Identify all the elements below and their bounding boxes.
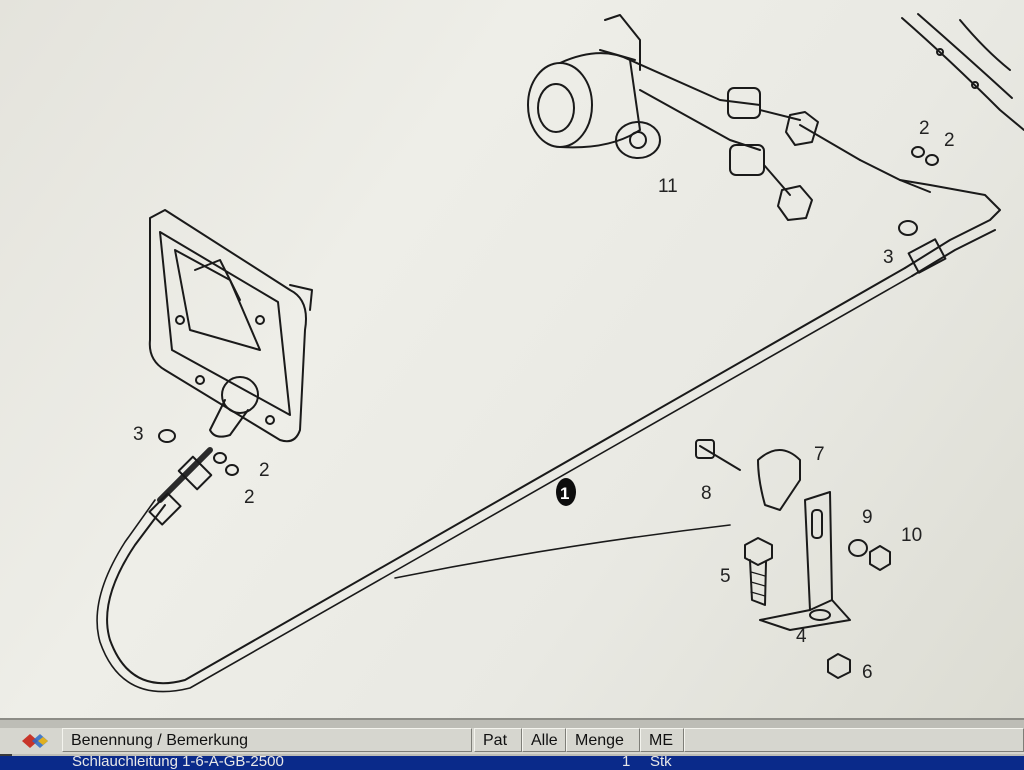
column-header-name[interactable]: Benennung / Bemerkung — [62, 728, 472, 752]
row-cell-name: Schlauchleitung 1-6-A-GB-2500 — [72, 756, 284, 770]
hose-line-item-1 — [96, 124, 1001, 693]
table-header-row: Benennung / Bemerkung Pat Alle Menge ME — [0, 728, 1024, 754]
parts-list-table: Benennung / Bemerkung Pat Alle Menge ME … — [0, 718, 1024, 770]
table-row-selected[interactable]: Schlauchleitung 1-6-A-GB-2500 1 Stk — [0, 756, 1024, 770]
row-cell-menge: 1 — [622, 756, 631, 770]
column-header-pat[interactable]: Pat — [474, 728, 522, 752]
row-cell-me: Stk — [650, 756, 672, 770]
diamond-nav-icon[interactable] — [12, 730, 58, 752]
fittings-left — [158, 146, 939, 476]
callout-4: 4 — [796, 626, 807, 647]
gearbox-housing-edge — [901, 13, 1024, 131]
column-header-me[interactable]: ME — [640, 728, 684, 752]
callout-7: 7 — [814, 444, 825, 465]
callout-9: 9 — [862, 507, 873, 528]
callout-6: 6 — [862, 662, 873, 683]
callout-3: 3 — [133, 424, 144, 445]
diagram-svg: 1 2 2 2 2 3 3 4 5 6 7 8 9 10 11 — [96, 13, 1024, 693]
callout-8: 8 — [701, 483, 712, 504]
callout-2: 2 — [244, 487, 255, 508]
exploded-parts-diagram: 1 2 2 2 2 3 3 4 5 6 7 8 9 10 11 — [0, 0, 1024, 718]
callout-2: 2 — [944, 130, 955, 151]
callout-2: 2 — [259, 460, 270, 481]
bracket-assembly — [695, 439, 891, 679]
callout-11: 11 — [658, 176, 678, 197]
callout-1-badge — [556, 478, 576, 506]
callout-5: 5 — [720, 566, 731, 587]
leader-line — [394, 524, 731, 579]
column-header-filler — [684, 728, 1024, 752]
callout-3: 3 — [883, 247, 894, 268]
callout-10: 10 — [901, 525, 922, 546]
callout-1: 1 — [560, 484, 569, 503]
clutch-slave-cylinder — [527, 14, 819, 221]
master-cylinder-flange — [148, 209, 313, 443]
column-header-menge[interactable]: Menge — [566, 728, 640, 752]
callout-2: 2 — [919, 118, 930, 139]
column-header-alle[interactable]: Alle — [522, 728, 566, 752]
